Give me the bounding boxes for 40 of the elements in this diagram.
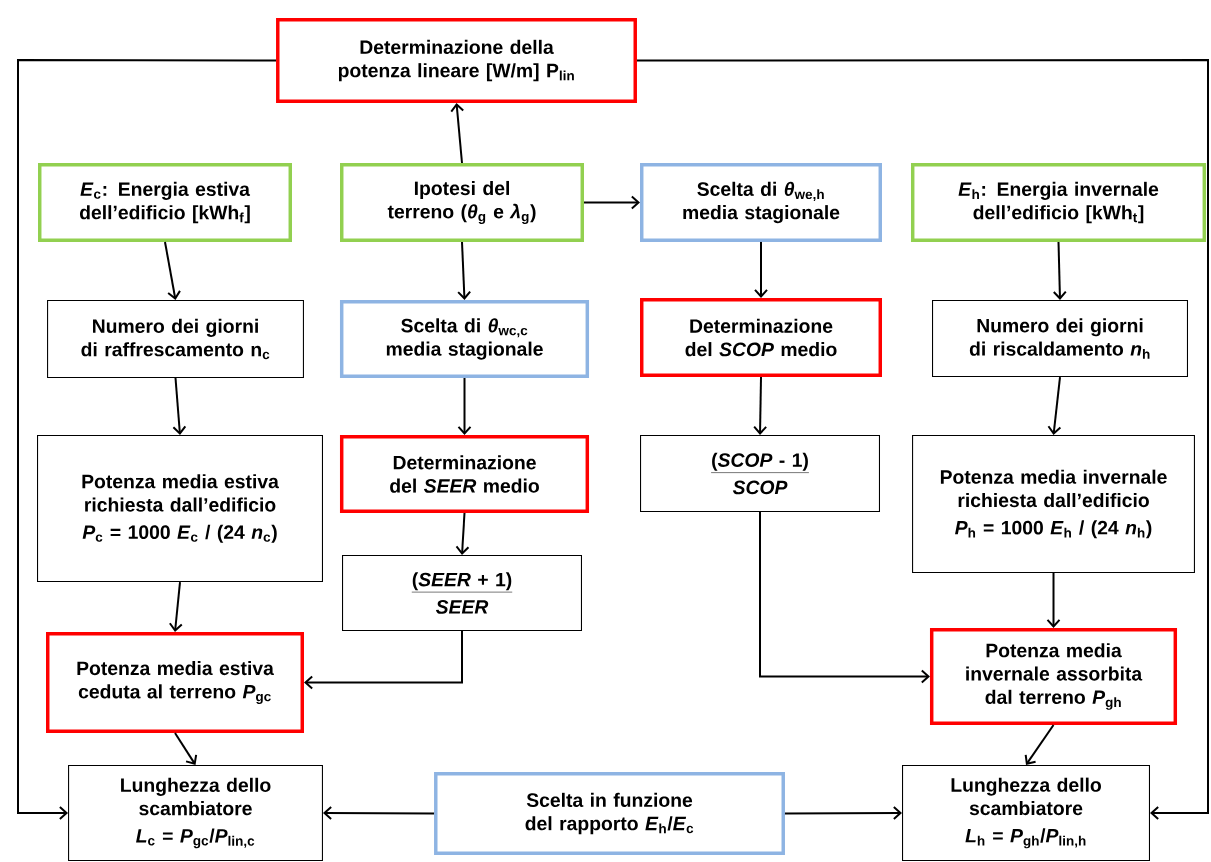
text-box: Potenza media estiva richiesta dall’edificio P$_{c}$ = 1000 E$_{c}$ / (24 n$_{c}$)	[37, 434, 323, 583]
process-box: E$_{h}$: Energia invernale dell’edificio [kWh$_{t}$]	[910, 163, 1207, 242]
process-box: Scelta di θ$_{we,h}$ media stagionale	[640, 163, 882, 242]
arrow	[172, 377, 187, 435]
arrow	[457, 377, 472, 435]
arrow	[457, 240, 472, 300]
process-box: E$_{c}$: Energia estiva dell’edificio [kWh$_{f}$]	[38, 163, 292, 242]
text-box: Lunghezza dello scambiatore L$_{c}$ = P$_{gc}$/P$_{lin,c}$	[68, 765, 323, 861]
process-box: Determinazione della potenza lineare [W/m] P$_{lin}$	[276, 18, 637, 103]
arrow	[174, 732, 198, 765]
arrow	[759, 511, 930, 684]
arrow	[1052, 240, 1067, 300]
process-box: Potenza media estiva ceduta al terreno P$_{gc}$	[46, 631, 304, 734]
arrow	[1047, 376, 1062, 435]
arrow	[168, 581, 183, 632]
arrow	[455, 512, 470, 555]
arrow	[1024, 724, 1055, 765]
arrow	[164, 240, 181, 300]
text-box: (SEER + 1) SEER	[342, 555, 582, 631]
arrow	[583, 195, 640, 210]
arrow	[753, 375, 768, 435]
process-box: Determinazione del SEER medio	[339, 435, 590, 513]
process-box: Scelta di θ$_{wc,c}$ media stagionale	[339, 300, 590, 378]
arrow	[322, 806, 436, 821]
text-box: Lunghezza dello scambiatore L$_{h}$ = P$_{gh}$/P$_{lin,h}$	[902, 765, 1150, 861]
arrow	[304, 630, 463, 690]
arrow	[450, 102, 465, 165]
text-box: Potenza media invernale richiesta dall’edificio P$_{h}$ = 1000 E$_{h}$ / (24 n$_{h}$)	[912, 435, 1195, 573]
arrow	[754, 240, 768, 299]
arrow	[17, 59, 278, 820]
text-box: Numero dei giorni di riscaldamento n$_{h}$	[932, 299, 1188, 378]
process-box: Potenza media invernale assorbita dal terreno P$_{gh}$	[929, 627, 1178, 726]
arrow	[1046, 572, 1061, 628]
text-box: Numero dei giorni di raffrescamento n$_{c}$	[47, 300, 304, 378]
arrow	[783, 806, 902, 821]
process-box: Ipotesi del terreno (θ$_{g}$ e λ$_{g}$)	[340, 163, 584, 242]
process-box: Determinazione del SCOP medio	[640, 298, 882, 377]
arrow	[635, 59, 1209, 820]
process-box: Scelta in funzione del rapporto E$_{h}$/E$_{c}$	[434, 772, 785, 855]
text-box: (SCOP - 1) SCOP	[640, 434, 880, 513]
